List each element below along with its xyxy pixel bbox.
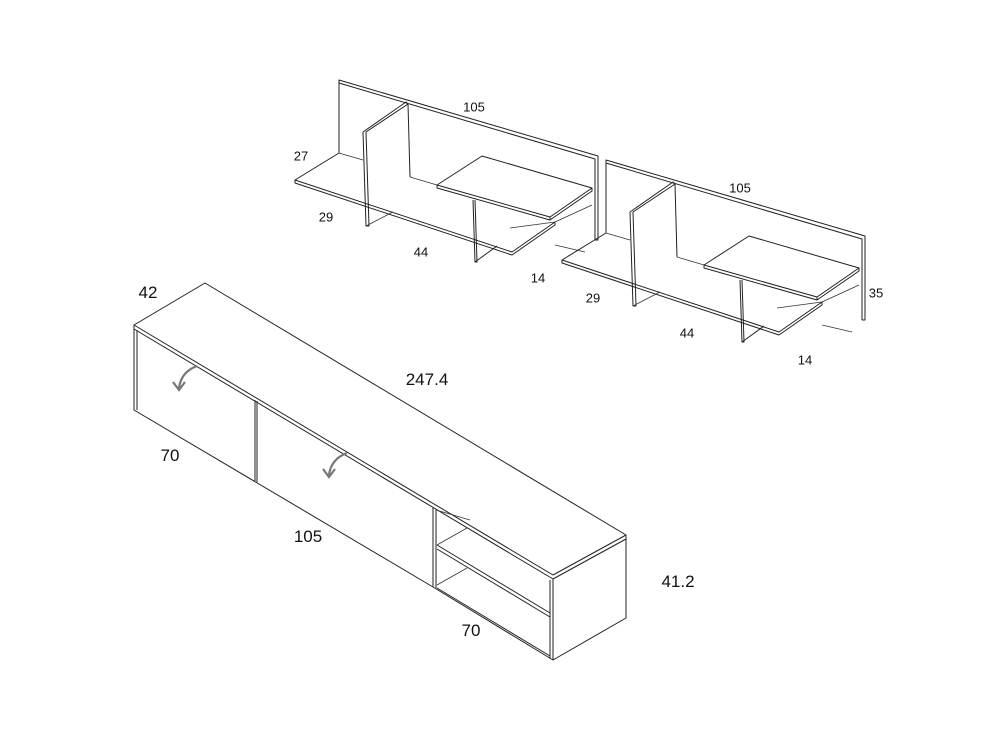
shelf2-depth-label: 29	[585, 290, 601, 306]
shelf1-width-label: 105	[463, 99, 485, 115]
flap-open-arrow-icon	[322, 451, 348, 479]
shelf1-side-height-label: 27	[293, 148, 309, 164]
shelf1-top-depth-label: 14	[530, 270, 546, 286]
cabinet	[133, 282, 627, 661]
shelf1-bottom-width-label: 44	[413, 244, 429, 260]
shelf2-width-label: 105	[729, 180, 751, 196]
shelf-unit-2	[561, 159, 866, 343]
cabinet-depth-label: 42	[138, 283, 158, 302]
flap-open-arrow-icon	[172, 364, 198, 392]
cabinet-height-label: 41.2	[661, 572, 695, 591]
shelf2-top-depth-label: 14	[797, 352, 813, 368]
shelf1-depth-label: 29	[318, 209, 334, 225]
shelf2-height-label: 35	[868, 285, 884, 301]
cabinet-middle-door-label: 105	[293, 527, 323, 546]
shelf2-bottom-width-label: 44	[679, 325, 695, 341]
cabinet-length-label: 247.4	[405, 370, 449, 389]
cabinet-left-door-label: 70	[160, 446, 180, 465]
cabinet-open-section-label: 70	[461, 621, 481, 640]
shelf-unit-1	[294, 79, 599, 263]
